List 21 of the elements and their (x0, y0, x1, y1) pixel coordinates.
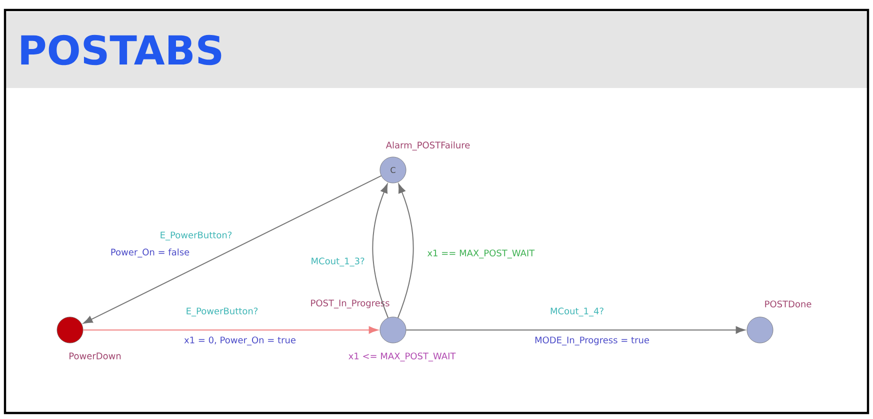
location-name: Alarm_POSTFailure (384, 140, 472, 152)
location-circle (746, 316, 774, 344)
arrow (397, 184, 414, 318)
edge-label: E_PowerButton? (184, 306, 260, 318)
location-circle (380, 316, 406, 344)
diagram-title: POSTABS (21, 34, 222, 66)
edge-label: MCout_1_3? (310, 256, 366, 268)
location-circle (56, 316, 84, 344)
edge-label: MCout_1_4? (549, 306, 606, 318)
arrow (406, 326, 746, 334)
invariant-label: x1 <= MAX_POST_WAIT (348, 352, 456, 362)
arrow (372, 184, 389, 318)
edge-label: x1 == MAX_POST_WAIT (426, 248, 536, 260)
arrow (82, 326, 378, 334)
arrow (83, 175, 382, 324)
location-name: PowerDown (68, 352, 122, 360)
update-label: MODE_In_Progress = true (534, 336, 650, 346)
update-label: x1 = 0, Power_On = true (183, 336, 297, 346)
location-name: POSTDone (763, 300, 813, 308)
update-label: Power_On = false (109, 248, 191, 258)
edge-label: E_PowerButton? (158, 230, 234, 242)
